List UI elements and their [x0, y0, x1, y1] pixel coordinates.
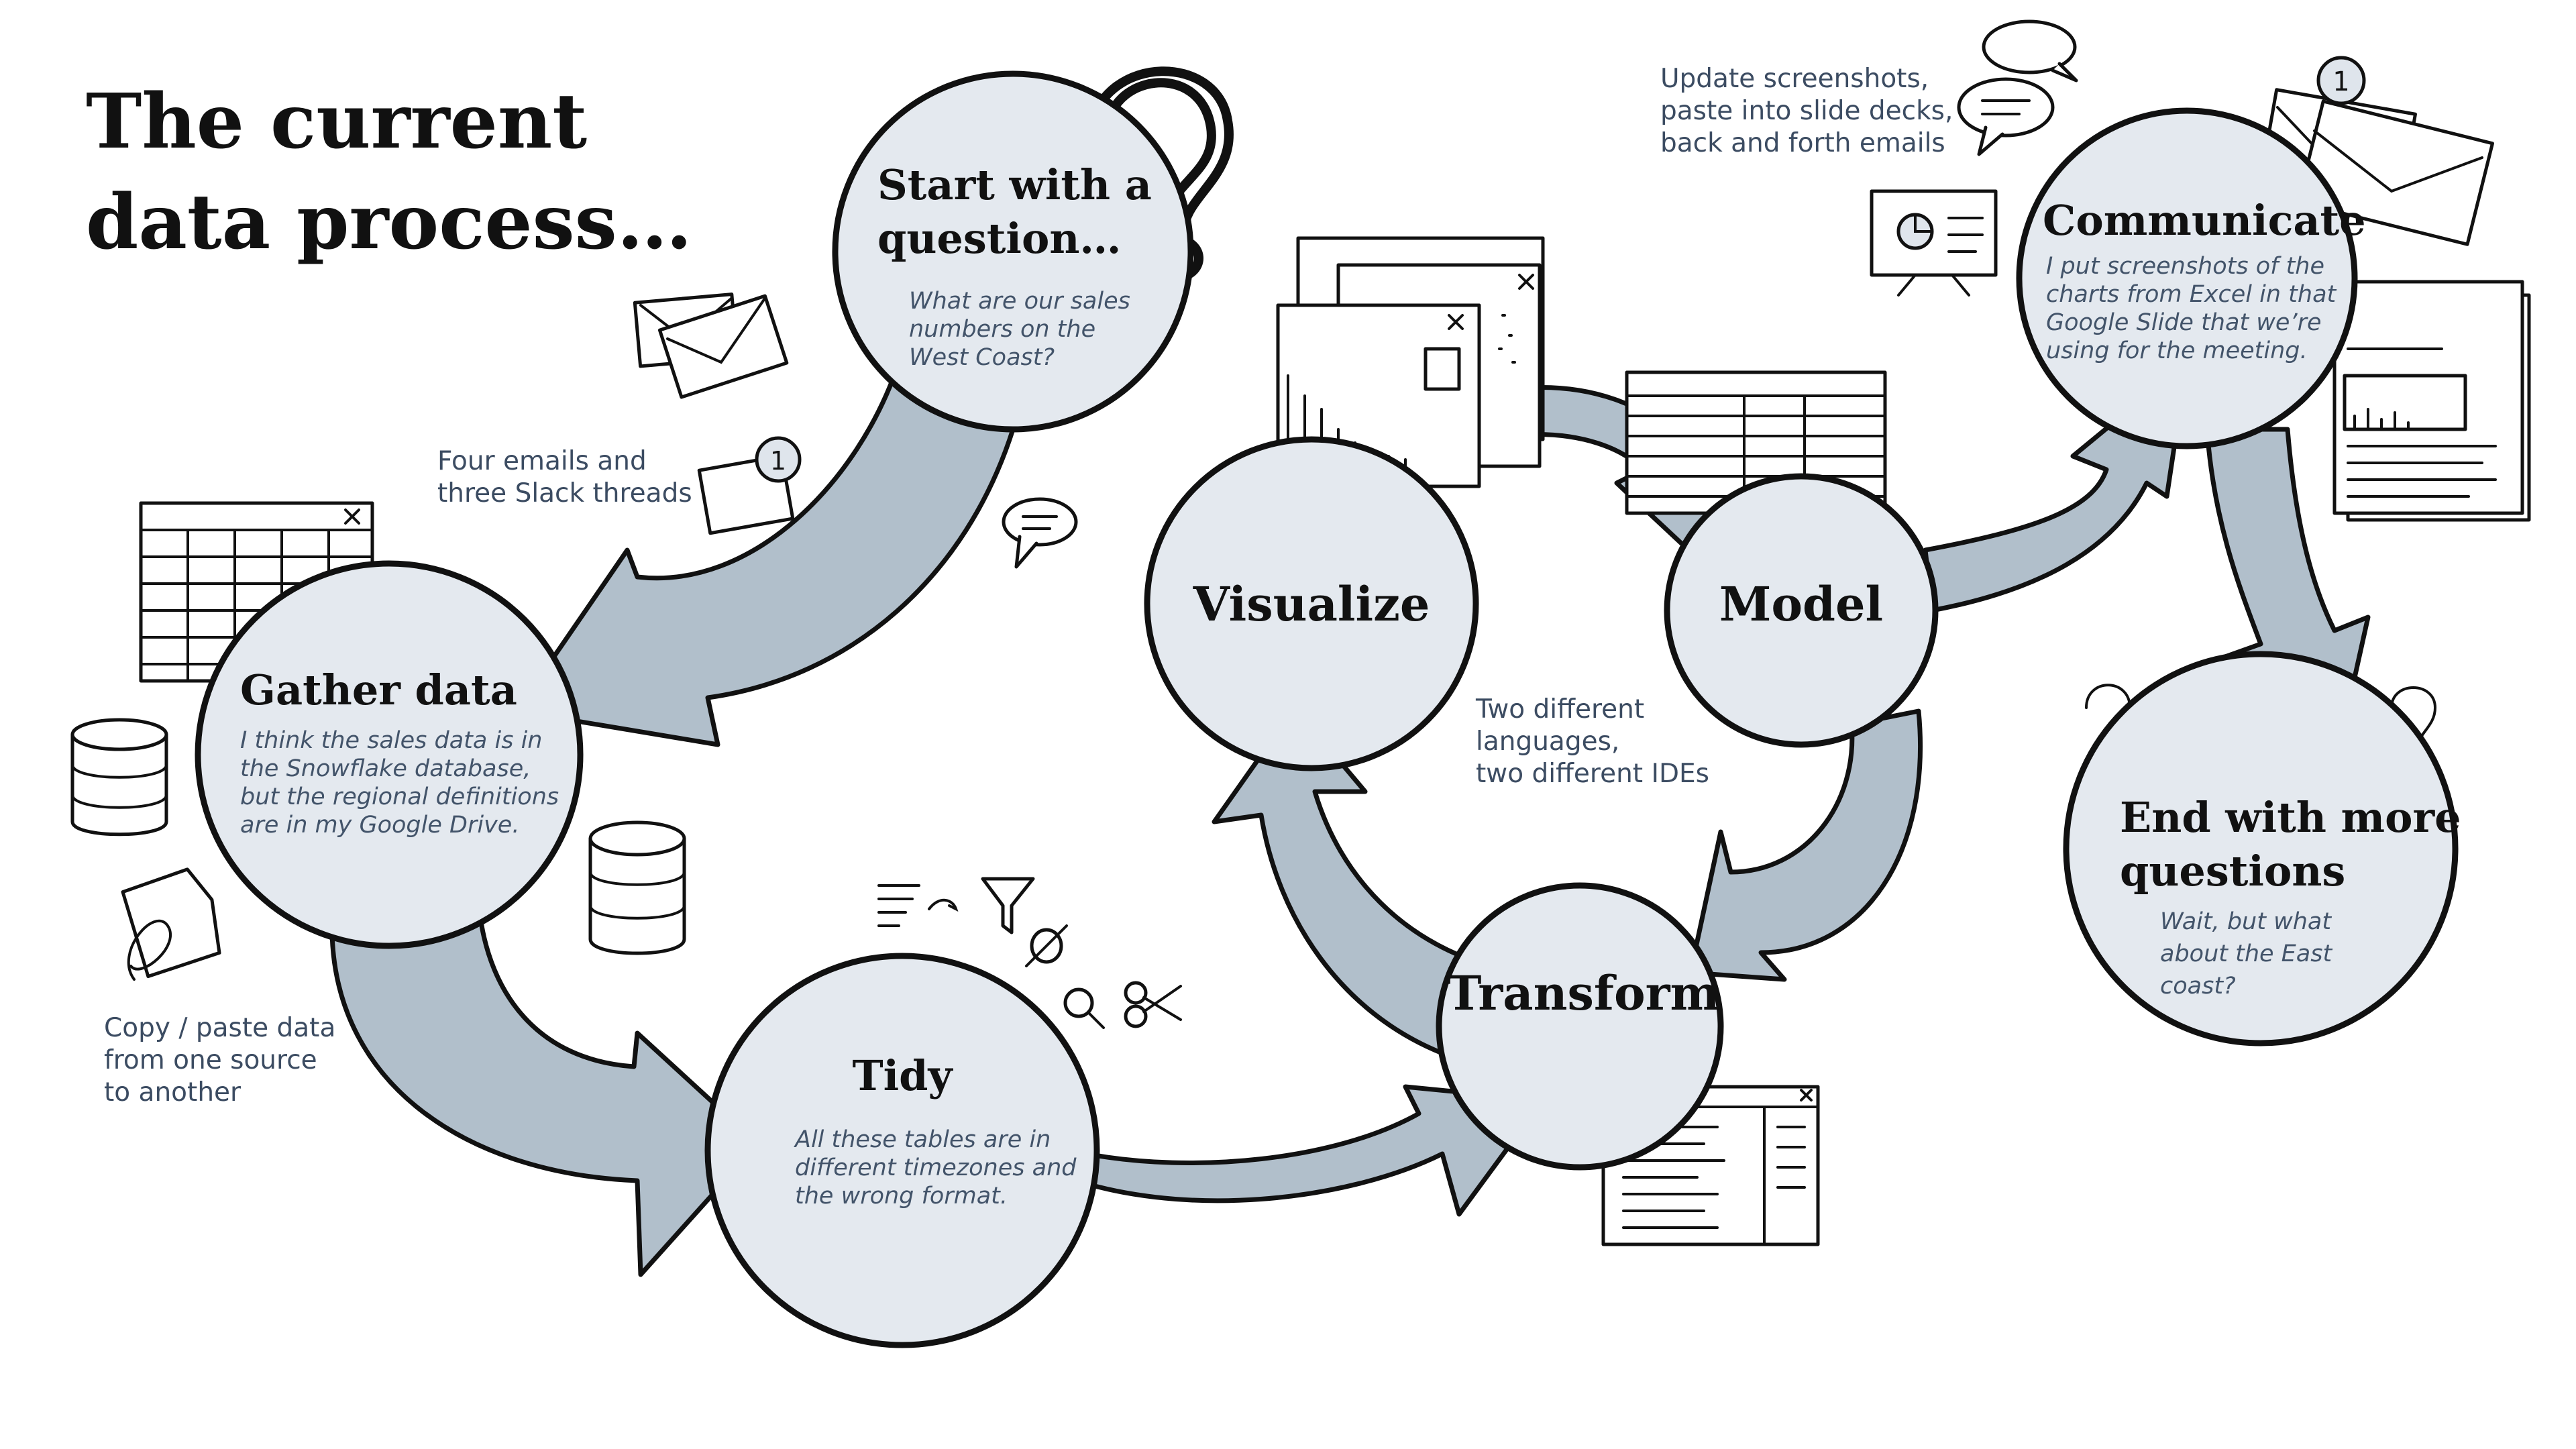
note-line: paste into slide decks,	[1660, 96, 1953, 126]
note-line: Copy / paste data	[104, 1013, 335, 1043]
window-icon	[1276, 236, 1545, 488]
note-line: from one source	[104, 1045, 317, 1075]
desc-line: West Coast?	[909, 344, 1055, 371]
title-line: Start with a	[877, 160, 1152, 209]
desc-line: I think the sales data is in	[240, 727, 542, 754]
desc-line: Wait, but what	[2160, 908, 2332, 935]
node-end	[2063, 651, 2459, 1046]
title-line: Transform	[1446, 965, 1719, 1021]
title-line: Model	[1719, 576, 1883, 632]
scissors-icon	[1124, 981, 1182, 1028]
arrow-gather-to-tidy	[329, 910, 761, 1277]
desc-line: about the East	[2160, 941, 2332, 967]
node-visualize	[1144, 436, 1479, 771]
node-gather-desc: I think the sales data is in the Snowfla…	[240, 727, 566, 839]
arrow-start-to-gather	[514, 360, 1016, 747]
filter-icon	[981, 877, 1035, 934]
node-transform	[1436, 882, 1724, 1171]
desc-line: Google Slide that we’re	[2046, 309, 2322, 336]
presentation-icon	[1870, 189, 1998, 297]
desc-line: the wrong format.	[795, 1183, 1008, 1210]
desc-line: numbers on the	[909, 316, 1095, 343]
email-count-badge: 1	[2332, 66, 2349, 97]
node-gather-title: Gather data	[240, 665, 517, 714]
node-start-desc: What are our sales numbers on the West C…	[909, 288, 1138, 371]
node-gather	[195, 560, 584, 949]
title-line: End with more	[2120, 793, 2461, 842]
node-communicate-title: Communicate	[2043, 196, 2366, 245]
desc-line: are in my Google Drive.	[240, 812, 519, 839]
email-count-badge: 1	[770, 446, 786, 476]
arrow-model-to-transform	[1688, 708, 1923, 982]
database-icon	[588, 820, 686, 955]
node-transform-title: Transform	[1446, 965, 1719, 1021]
title-line: questions	[2120, 847, 2345, 896]
node-start-title: Start with a question…	[877, 160, 1166, 263]
page-title-line: data process…	[86, 178, 692, 266]
title-line: Gather data	[240, 665, 517, 714]
node-communicate	[2016, 107, 2358, 449]
note-line: Update screenshots,	[1660, 64, 1929, 94]
desc-line: coast?	[2160, 973, 2236, 1000]
note-line: to another	[104, 1077, 241, 1108]
document-clip-icon	[121, 867, 221, 981]
title-line: Visualize	[1193, 576, 1430, 632]
node-start	[832, 70, 1194, 433]
node-end-desc: Wait, but what about the East coast?	[2160, 908, 2339, 1000]
sketch-icons: 1 1	[70, 19, 2531, 1246]
note-languages: Two different languages, two different I…	[1475, 694, 1709, 789]
node-tidy-desc: All these tables are in different timezo…	[794, 1126, 1084, 1210]
note-line: Two different	[1475, 694, 1644, 724]
envelope-icon: 1	[697, 436, 802, 535]
desc-line: What are our sales	[909, 288, 1130, 315]
note-emails: Four emails and three Slack threads	[437, 446, 692, 508]
page-title-line: The current	[86, 78, 587, 166]
node-tidy	[704, 953, 1100, 1348]
sort-icon	[877, 884, 959, 927]
desc-line: I put screenshots of the	[2046, 253, 2324, 280]
note-line: back and forth emails	[1660, 128, 1945, 158]
window-icon	[2332, 280, 2531, 522]
note-line: three Slack threads	[437, 478, 692, 508]
title-line: question…	[877, 214, 1121, 263]
desc-line: All these tables are in	[794, 1126, 1051, 1153]
note-line: Four emails and	[437, 446, 647, 476]
desc-line: different timezones and	[795, 1155, 1077, 1181]
desc-line: the Snowflake database,	[240, 755, 531, 782]
desc-line: but the regional definitions	[240, 784, 559, 810]
node-tidy-title: Tidy	[852, 1051, 953, 1100]
desc-line: charts from Excel in that	[2046, 281, 2337, 308]
envelope-icon	[633, 292, 789, 399]
arrow-transform-to-visualize	[1212, 705, 1472, 1056]
null-icon	[1025, 924, 1068, 967]
speech-bubble-icon	[1957, 19, 2078, 156]
note-line: languages,	[1476, 727, 1619, 757]
node-end-title: End with more questions	[2120, 793, 2475, 896]
arrow-tidy-to-transform	[1054, 1084, 1546, 1217]
note-copy-paste: Copy / paste data from one source to ano…	[104, 1013, 344, 1108]
node-visualize-title: Visualize	[1193, 576, 1430, 632]
node-model-title: Model	[1719, 576, 1883, 632]
note-line: two different IDEs	[1476, 759, 1709, 789]
node-communicate-desc: I put screenshots of the charts from Exc…	[2046, 253, 2343, 364]
page-title: The current data process…	[86, 78, 692, 266]
database-icon	[70, 718, 168, 837]
speech-bubble-icon	[1002, 497, 1078, 569]
magnifier-icon	[1063, 987, 1105, 1029]
desc-line: using for the meeting.	[2046, 337, 2308, 364]
title-line: Tidy	[852, 1051, 953, 1100]
title-line: Communicate	[2043, 196, 2366, 245]
note-screenshots: Update screenshots, paste into slide dec…	[1660, 64, 1962, 158]
node-model	[1664, 473, 1939, 748]
